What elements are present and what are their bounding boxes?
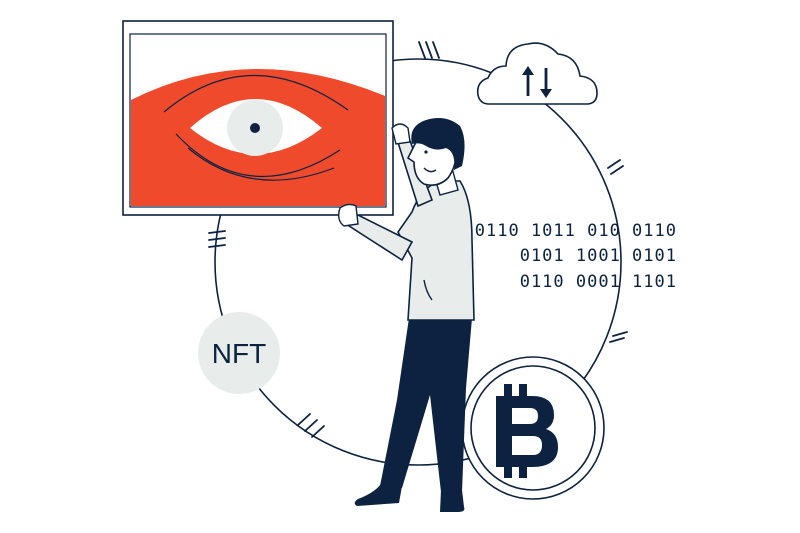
nft-badge: NFT <box>198 312 280 394</box>
binary-code: 0110 1011 010 0110 0101 1001 0101 0110 0… <box>475 221 677 292</box>
sync-arrows-icon <box>522 66 552 98</box>
orbit-ring <box>208 41 628 466</box>
person-head <box>406 118 465 196</box>
nft-artwork-frame <box>122 20 411 227</box>
bitcoin-icon <box>496 384 558 478</box>
bitcoin-coin <box>461 356 605 500</box>
binary-line-1: 0110 1011 010 0110 <box>475 221 677 241</box>
person-legs <box>354 318 472 512</box>
nft-label: NFT <box>212 338 266 369</box>
binary-line-3: 0110 0001 1101 <box>520 272 677 292</box>
cloud-sync-icon <box>476 42 598 105</box>
binary-line-2: 0101 1001 0101 <box>520 246 677 266</box>
person-torso <box>344 128 475 321</box>
eye-icon <box>163 74 349 181</box>
